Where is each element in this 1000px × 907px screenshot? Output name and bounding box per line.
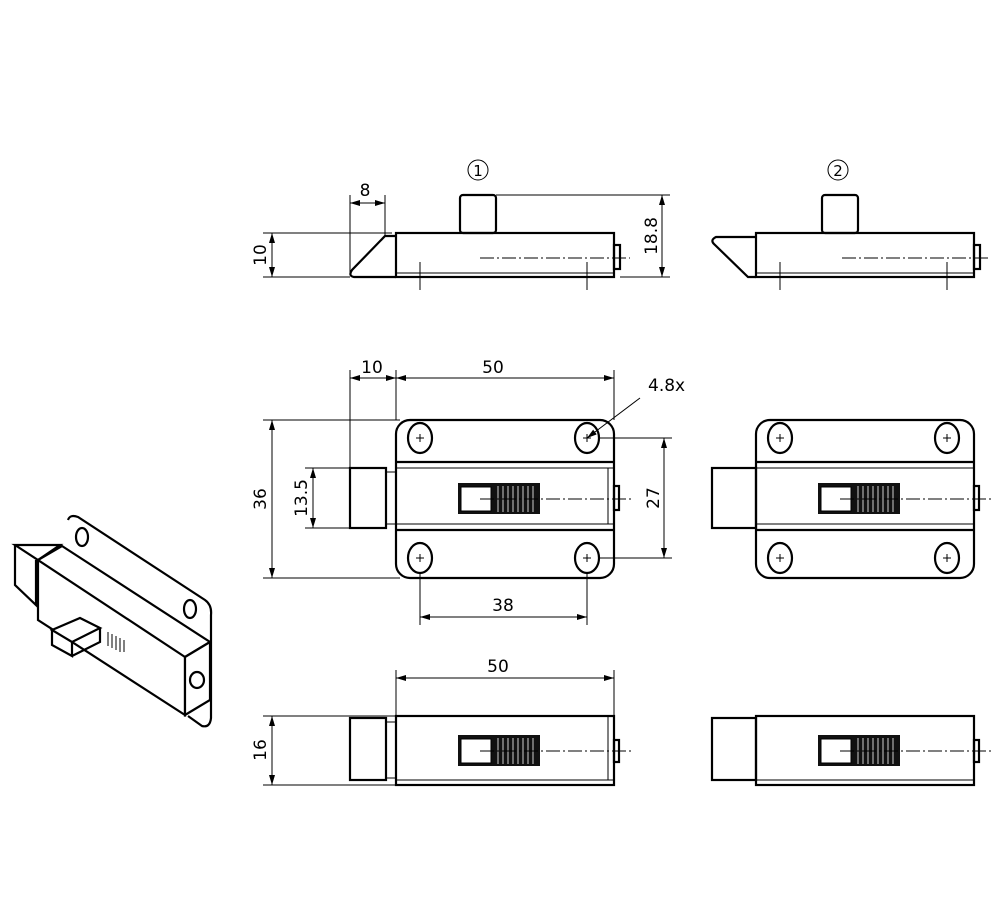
isometric-view xyxy=(11,514,213,728)
dim-plate-height: 36 xyxy=(251,488,271,510)
bolt xyxy=(348,466,388,530)
dim-total-height: 18.8 xyxy=(642,217,662,255)
iso-slider-knob xyxy=(49,616,103,644)
dim-bevel-length: 8 xyxy=(360,181,371,201)
view-marker-2: 2 xyxy=(833,162,843,180)
side-view-variant-2: 2 xyxy=(711,159,990,290)
body xyxy=(754,231,976,279)
iso-plate xyxy=(66,514,213,728)
dim-bolt-height: 10 xyxy=(251,244,271,266)
dim-body-depth: 16 xyxy=(251,739,271,761)
front-view-variant-2 xyxy=(710,418,992,580)
bottom-view-variant-1: 50 16 xyxy=(251,657,632,787)
body xyxy=(394,231,616,279)
side-view-variant-1: 1 8 10 18.8 xyxy=(251,159,670,290)
iso-body-end xyxy=(183,640,212,717)
view-marker-1: 1 xyxy=(473,162,483,180)
bottom-view-variant-2 xyxy=(710,714,992,787)
dim-hole-spacing-vertical: 27 xyxy=(644,487,664,509)
bevel-bolt xyxy=(349,234,396,279)
bevel-bolt xyxy=(711,235,756,279)
slider-knob xyxy=(458,193,498,235)
bolt xyxy=(710,466,758,530)
view-marker-circle xyxy=(467,159,489,181)
dim-hole-size: 4.8x xyxy=(648,376,685,396)
dim-hole-spacing-horizontal: 38 xyxy=(492,596,514,616)
dim-body-length: 50 xyxy=(487,657,509,677)
dim-plate-length: 50 xyxy=(482,358,504,378)
slider-knob xyxy=(820,193,860,235)
dim-bolt-projection: 10 xyxy=(361,358,383,378)
dim-bolt-width: 13.5 xyxy=(292,479,312,517)
front-view-variant-1: 10 50 4.8x 36 13.5 27 38 xyxy=(251,358,685,625)
